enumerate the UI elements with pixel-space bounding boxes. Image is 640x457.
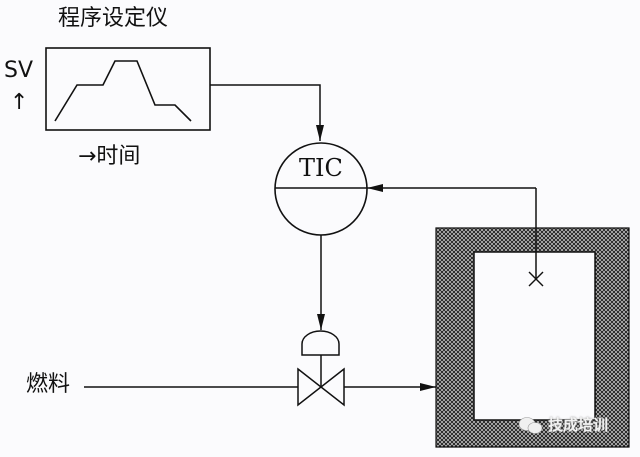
setpoint-signal-line [210,84,324,141]
setpoint-profile-curve [54,60,192,122]
up-arrow-icon: ↑ [10,90,29,115]
fuel-label: 燃料 [26,372,71,397]
program-setter-box [45,47,211,131]
program-setter-title: 程序设定仪 [58,6,169,31]
watermark-text: 技成培训 [548,416,609,434]
time-axis-label: →时间 [78,144,141,169]
tic-tag-label: TIC [299,154,343,182]
furnace [435,227,630,448]
valve-actuator [301,330,340,356]
wechat-logo-icon [518,417,543,434]
sv-axis-label: SV [4,58,34,83]
temperature-sensor-x-icon [528,271,544,287]
